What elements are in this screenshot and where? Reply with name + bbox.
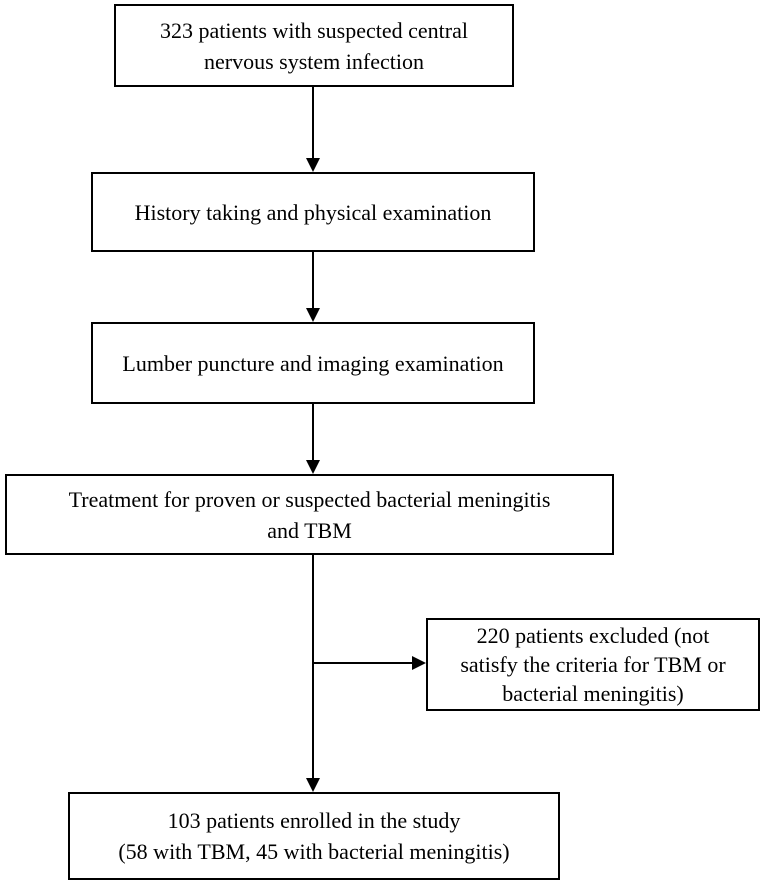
- box-lumbar-line1: Lumber puncture and imaging examination: [122, 350, 504, 376]
- arrow-suspected-to-history: [306, 87, 320, 172]
- box-suspected-line1: 323 patients with suspected central: [160, 17, 468, 43]
- box-enrolled-line2: (58 with TBM, 45 with bacterial meningit…: [118, 839, 510, 864]
- arrow-treatment-to-enrolled: [306, 555, 320, 792]
- arrow-history-to-lumbar: [306, 252, 320, 322]
- box-enrolled-line1: 103 patients enrolled in the study: [167, 808, 461, 833]
- box-history-taking: History taking and physical examination: [91, 172, 535, 252]
- box-suspected-infection: 323 patients with suspected central nerv…: [114, 4, 514, 87]
- box-excluded-line2: satisfy the criteria for TBM or: [460, 652, 726, 677]
- box-lumbar-puncture: Lumber puncture and imaging examination: [91, 322, 535, 404]
- box-history-line1: History taking and physical examination: [134, 199, 492, 225]
- arrow-lumbar-to-treatment: [306, 404, 320, 474]
- box-enrolled: 103 patients enrolled in the study (58 w…: [68, 792, 560, 880]
- box-treatment-line2: and TBM: [267, 517, 352, 543]
- box-suspected-line2: nervous system infection: [204, 48, 424, 74]
- box-excluded: 220 patients excluded (not satisfy the c…: [426, 618, 760, 711]
- box-treatment-line1: Treatment for proven or suspected bacter…: [68, 486, 551, 512]
- box-excluded-line3: bacterial meningitis): [502, 681, 684, 706]
- box-treatment: Treatment for proven or suspected bacter…: [5, 474, 614, 555]
- arrow-to-excluded: [313, 656, 426, 670]
- box-excluded-line1: 220 patients excluded (not: [476, 623, 710, 648]
